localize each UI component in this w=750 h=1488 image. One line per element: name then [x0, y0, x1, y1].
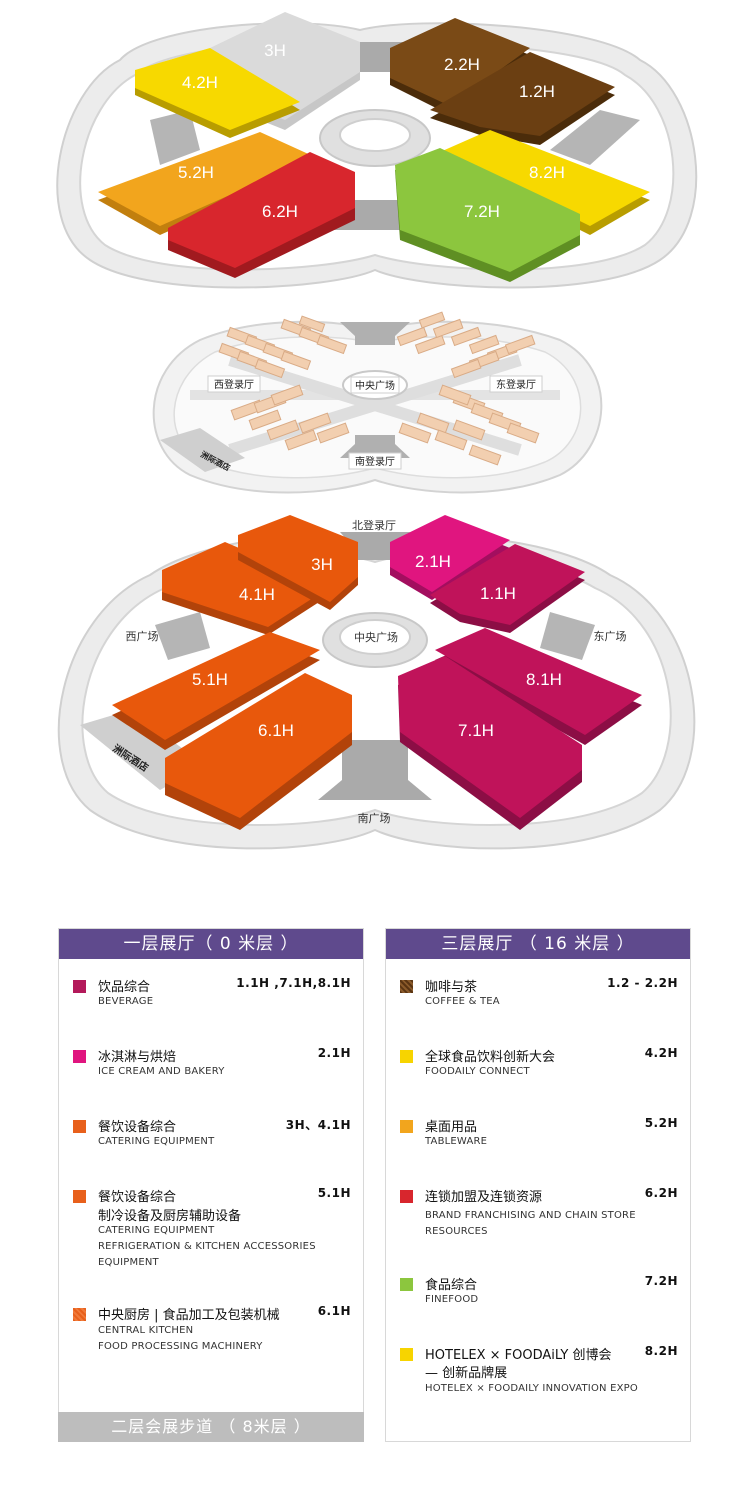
legend-ground-floor-footer: 二层会展步道 （ 8米层 ）: [58, 1412, 364, 1442]
legend-item-title2: 制冷设备及厨房辅助设备: [98, 1209, 242, 1224]
swatch-innovation-expo: [400, 1348, 413, 1361]
legend-item-sub: CATERING EQUIPMENT: [98, 1136, 215, 1147]
legend-item-hall: 6.1H: [317, 1304, 351, 1318]
south-plaza-label: 南广场: [358, 811, 391, 825]
swatch-catering-refrigeration: [73, 1190, 86, 1203]
legend-item-innovation-expo: HOTELEX × FOODAiLY 创博会 — 创新品牌展 8.2H HOTE…: [400, 1344, 678, 1400]
hall-4-2h-label: 4.2H: [182, 73, 218, 92]
swatch-central-kitchen: [73, 1308, 86, 1321]
legend-item-sub: TABLEWARE: [425, 1136, 488, 1147]
legend-item-hall: 8.2H: [644, 1344, 678, 1358]
legend-item-franchising: 连锁加盟及连锁资源 6.2H BRAND FRANCHISING AND CHA…: [400, 1186, 678, 1242]
legend-item-title: HOTELEX × FOODAiLY 创博会: [425, 1348, 612, 1363]
legend-item-beverage: 饮品综合 1.1H ,7.1H,8.1H BEVERAGE: [73, 976, 351, 1016]
legend-item-hall: 1.2 - 2.2H: [607, 976, 678, 990]
south-lobby-label: 南登录厅: [355, 455, 395, 468]
legend-item-title: 咖啡与茶: [425, 980, 478, 995]
swatch-beverage: [73, 980, 86, 993]
lower-floor-map: 3H 4.1H 5.1H 6.1H 2.1H 1.1H 8.1H 7.1H 北登…: [0, 500, 750, 880]
hall-3h-upper-label: 3H: [264, 41, 286, 60]
legend-item-sub: BRAND FRANCHISING AND CHAIN STORE: [425, 1210, 636, 1221]
legend-third-floor: 三层展厅 （ 16 米层 ） 咖啡与茶 1.2 - 2.2H COFFEE & …: [385, 928, 691, 1442]
legend-item-title: 餐饮设备综合: [98, 1190, 177, 1205]
hall-8-1h-label: 8.1H: [526, 670, 562, 689]
swatch-foodaily-connect: [400, 1050, 413, 1063]
legend-item-central-kitchen: 中央厨房 | 食品加工及包装机械 6.1H CENTRAL KITCHEN FO…: [73, 1304, 351, 1356]
legend-item-finefood: 食品综合 7.2H FINEFOOD: [400, 1274, 678, 1314]
middle-floor-map: 中央广场 西登录厅 东登录厅 南登录厅 洲际酒店: [0, 310, 750, 500]
legend-item-catering-refrigeration: 餐饮设备综合 制冷设备及厨房辅助设备 5.1H CATERING EQUIPME…: [73, 1186, 351, 1276]
legend-item-hall: 7.2H: [644, 1274, 678, 1288]
hall-6-2h-label: 6.2H: [262, 202, 298, 221]
swatch-tableware: [400, 1120, 413, 1133]
legend-item-foodaily-connect: 全球食品饮料创新大会 4.2H FOODAILY CONNECT: [400, 1046, 678, 1086]
legend-item-ice-cream: 冰淇淋与烘焙 2.1H ICE CREAM AND BAKERY: [73, 1046, 351, 1086]
legend-item-sub: FOOD PROCESSING MACHINERY: [98, 1341, 263, 1352]
legend-ground-floor-header: 一层展厅（ 0 米层 ）: [59, 929, 363, 959]
legend-ground-floor: 一层展厅（ 0 米层 ） 饮品综合 1.1H ,7.1H,8.1H BEVERA…: [58, 928, 364, 1442]
legend-item-hall: 5.1H: [317, 1186, 351, 1200]
legend-item-hall: 6.2H: [644, 1186, 678, 1200]
legend-item-sub: FINEFOOD: [425, 1294, 479, 1305]
hall-2-2h-label: 2.2H: [444, 55, 480, 74]
legend-item-title: 餐饮设备综合: [98, 1120, 177, 1135]
legend-item-title: 连锁加盟及连锁资源: [425, 1190, 543, 1205]
legend-item-title: 桌面用品: [425, 1120, 478, 1135]
legend-item-sub: ICE CREAM AND BAKERY: [98, 1066, 225, 1077]
legend-item-coffee-tea: 咖啡与茶 1.2 - 2.2H COFFEE & TEA: [400, 976, 678, 1016]
center-plaza-label: 中央广场: [355, 379, 395, 392]
swatch-catering: [73, 1120, 86, 1133]
legend-item-sub: REFRIGERATION & KITCHEN ACCESSORIES: [98, 1241, 316, 1252]
legend-item-hall: 3H、4.1H: [285, 1118, 351, 1132]
legend-item-tableware: 桌面用品 5.2H TABLEWARE: [400, 1116, 678, 1156]
hall-6-1h-label: 6.1H: [258, 721, 294, 740]
west-plaza-label: 西广场: [126, 629, 159, 643]
legend-item-sub: FOODAILY CONNECT: [425, 1066, 530, 1077]
legend-item-title: 饮品综合: [98, 980, 151, 995]
hall-2-1h-label: 2.1H: [415, 552, 451, 571]
hall-8-2h-label: 8.2H: [529, 163, 565, 182]
legend-item-sub: BEVERAGE: [98, 996, 154, 1007]
hall-1-1h-label: 1.1H: [480, 584, 516, 603]
hall-5-2h-label: 5.2H: [178, 163, 214, 182]
hall-7-1h-label: 7.1H: [458, 721, 494, 740]
legend-item-hall: 5.2H: [644, 1116, 678, 1130]
legend-item-sub: COFFEE & TEA: [425, 996, 500, 1007]
swatch-ice-cream: [73, 1050, 86, 1063]
hall-4-1h-label: 4.1H: [239, 585, 275, 604]
east-lobby-label: 东登录厅: [496, 378, 536, 391]
hall-3h-lower-label: 3H: [311, 555, 333, 574]
legend-item-hall: 1.1H ,7.1H,8.1H: [236, 976, 351, 990]
legend-third-floor-header: 三层展厅 （ 16 米层 ）: [386, 929, 690, 959]
north-lobby-label: 北登录厅: [352, 518, 396, 532]
east-plaza-label: 东广场: [594, 629, 627, 643]
west-lobby-label: 西登录厅: [214, 378, 254, 391]
swatch-franchising: [400, 1190, 413, 1203]
swatch-coffee-tea: [400, 980, 413, 993]
legend-item-sub: CATERING EQUIPMENT: [98, 1225, 215, 1236]
legend-item-title: 中央厨房 | 食品加工及包装机械: [98, 1308, 280, 1323]
legend-item-sub: RESOURCES: [425, 1226, 488, 1237]
legend-item-title2: — 创新品牌展: [425, 1366, 508, 1381]
legend-item-title: 冰淇淋与烘焙: [98, 1050, 177, 1065]
legend-item-sub: HOTELEX × FOODAILY INNOVATION EXPO: [425, 1383, 638, 1394]
legend-item-sub: CENTRAL KITCHEN: [98, 1325, 194, 1336]
legend-item-title: 全球食品饮料创新大会: [425, 1050, 556, 1065]
legend-item-catering: 餐饮设备综合 3H、4.1H CATERING EQUIPMENT: [73, 1116, 351, 1156]
legend-item-title: 食品综合: [425, 1278, 478, 1293]
hall-5-1h-label: 5.1H: [192, 670, 228, 689]
hall-1-2h-label: 1.2H: [519, 82, 555, 101]
center-plaza-lower-label: 中央广场: [354, 630, 398, 644]
hall-7-2h-label: 7.2H: [464, 202, 500, 221]
legend-item-sub: EQUIPMENT: [98, 1257, 159, 1268]
legend-item-hall: 2.1H: [317, 1046, 351, 1060]
upper-floor-map: 3H 4.2H 5.2H 6.2H 2.2H 1.2H 8.2H 7.2H: [0, 0, 750, 310]
legend-item-hall: 4.2H: [644, 1046, 678, 1060]
swatch-finefood: [400, 1278, 413, 1291]
